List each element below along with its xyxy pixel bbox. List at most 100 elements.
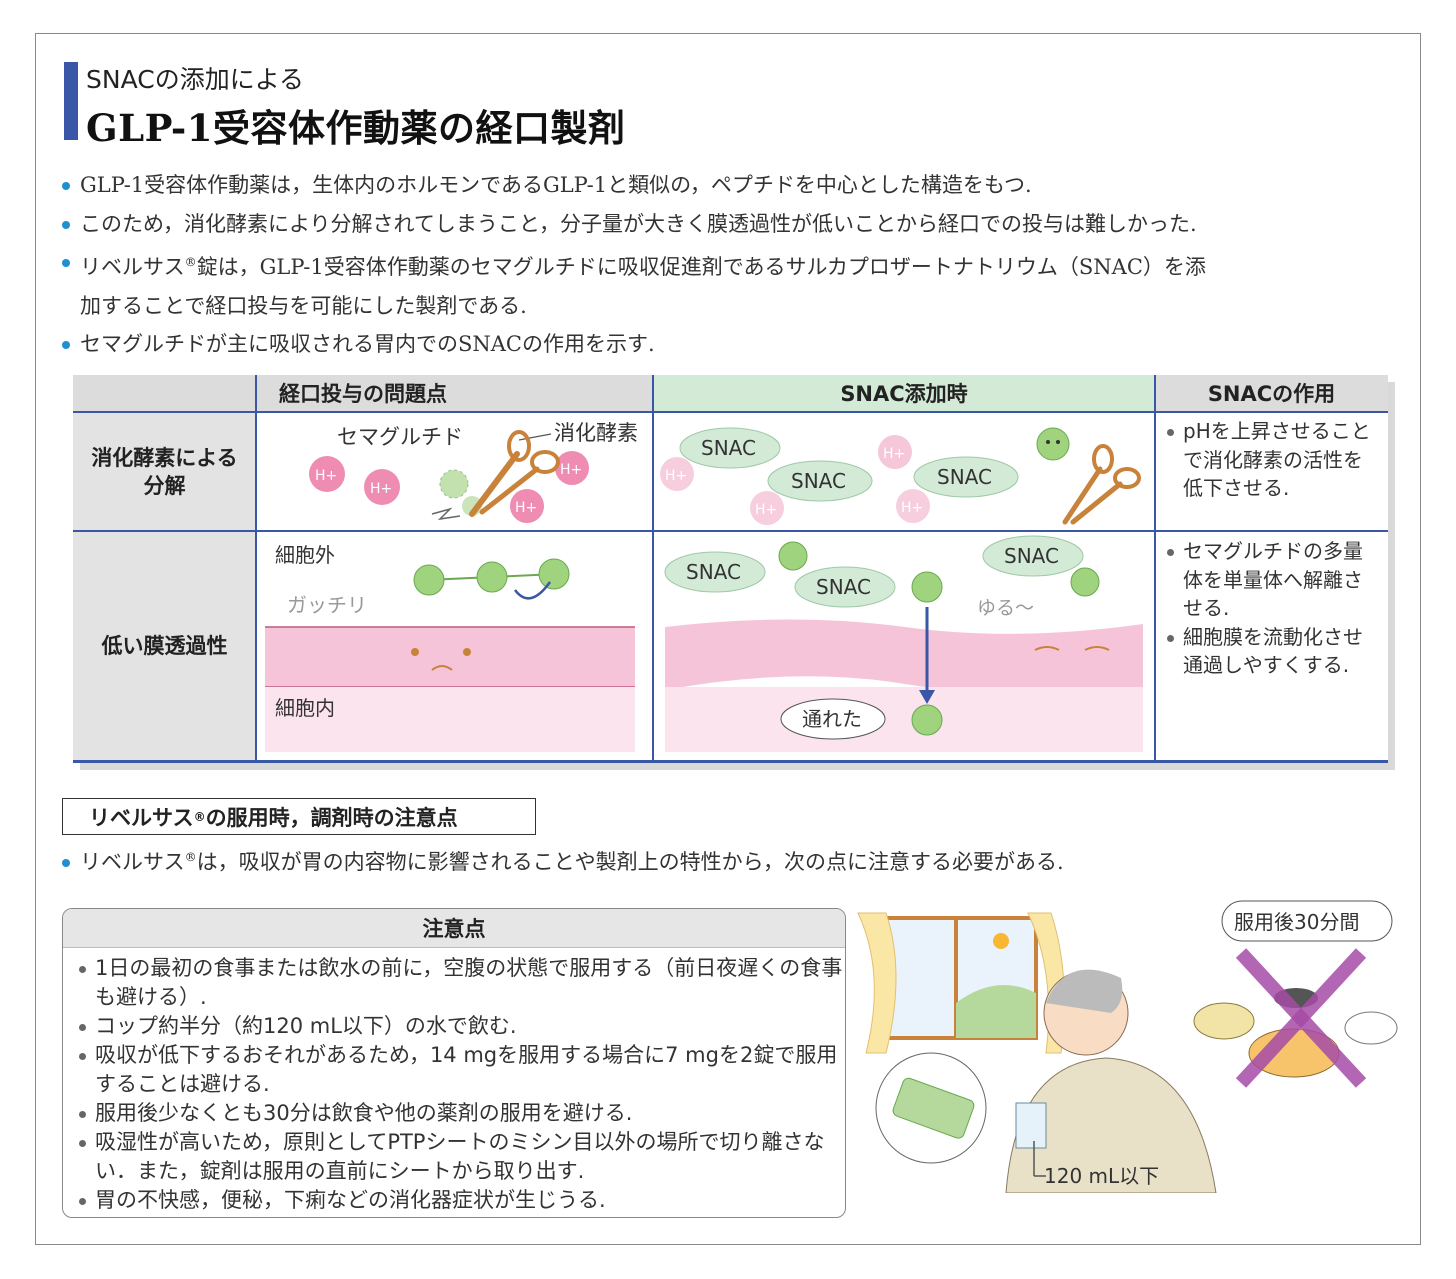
h-ion-icon: H+ xyxy=(364,469,400,505)
semaglutide-oligomer-icon xyxy=(413,558,570,596)
caution-item: 吸湿性が高いため，原則としてPTPシートのミシン目以外の場所で切り離さない．また… xyxy=(77,1128,845,1186)
passed-speech-bubble: 通れた xyxy=(780,698,886,740)
degradation-problem-illustration: セマグルチド 消化酵素 H+ H+ H+ H+ xyxy=(309,421,638,523)
h-ion-faded-icon: H+ xyxy=(878,435,912,469)
column-divider xyxy=(255,375,257,760)
scissors-idle-icon xyxy=(1062,444,1141,525)
page-frame xyxy=(35,33,1421,1245)
snac-molecule: SNAC xyxy=(767,460,873,502)
caution-item: 1日の最初の食事または飲水の前に，空腹の状態で服用する（前日夜遅くの食事も避ける… xyxy=(77,954,845,1012)
degradation-snac-illustration: SNAC SNAC SNAC H+ H+ H+ H+ xyxy=(660,427,1141,525)
enzyme-label: 消化酵素 xyxy=(554,421,638,445)
snac-molecule: SNAC xyxy=(982,535,1084,577)
svg-text:SNAC: SNAC xyxy=(701,436,756,460)
h-ion-icon: H+ xyxy=(510,489,544,523)
bullet-dot-icon xyxy=(1167,429,1174,436)
h-ion-faded-icon: H+ xyxy=(750,491,784,525)
bullet-dot-icon xyxy=(79,1140,86,1147)
svg-text:H+: H+ xyxy=(755,502,777,518)
extracellular-label: 細胞外 xyxy=(275,543,335,567)
svg-text:SNAC: SNAC xyxy=(816,575,871,599)
water-cup-icon xyxy=(1015,1102,1047,1149)
intro-bullet: GLP-1受容体作動薬は，生体内のホルモンであるGLP-1と類似の，ペプチドを中… xyxy=(62,166,1412,205)
caution-item: 胃の不快感，便秘，下痢などの消化器症状が生じうる. xyxy=(77,1186,845,1215)
header-problem: 経口投与の問題点 xyxy=(73,375,653,413)
bullet-dot-icon xyxy=(79,1111,86,1118)
header-snac-action: SNACの作用 xyxy=(1155,375,1388,413)
caution-list: 1日の最初の食事または飲水の前に，空腹の状態で服用する（前日夜遅くの食事も避ける… xyxy=(63,954,845,1215)
page-title: GLP-1受容体作動薬の経口製剤 xyxy=(86,106,626,150)
bullet-dot-icon xyxy=(1167,634,1174,642)
column-divider xyxy=(1154,375,1156,760)
intro-bullet-list: GLP-1受容体作動薬は，生体内のホルモンであるGLP-1と類似の，ペプチドを中… xyxy=(62,166,1412,364)
intracellular-label: 細胞内 xyxy=(275,696,335,720)
svg-text:H+: H+ xyxy=(883,446,905,462)
bullet-dot-icon xyxy=(62,259,70,267)
svg-text:服用後30分間: 服用後30分間 xyxy=(1234,910,1359,934)
svg-text:H+: H+ xyxy=(370,481,392,497)
svg-text:H+: H+ xyxy=(901,500,923,516)
section-intro-bullet: リベルサス®は，吸収が胃の内容物に影響されることや製剤上の特性から，次の点に注意… xyxy=(62,846,1064,876)
bullet-dot-icon xyxy=(62,341,70,349)
row-label-degradation: 消化酵素による分解 xyxy=(73,413,256,530)
bullet-dot-icon xyxy=(79,966,86,973)
svg-text:H+: H+ xyxy=(665,468,687,484)
angry-face-icon xyxy=(411,648,471,671)
bullet-dot-icon xyxy=(79,1053,86,1060)
bullet-dot-icon xyxy=(62,859,70,867)
svg-text:SNAC: SNAC xyxy=(937,465,992,489)
snac-mechanism-table: 経口投与の問題点 SNAC添加時 SNACの作用 消化酵素による分解 低い膜透過… xyxy=(73,375,1395,770)
ptp-sheet-icon xyxy=(875,1052,987,1164)
caution-item: コップ約半分（約120 mL以下）の水で飲む. xyxy=(77,1012,845,1041)
snac-molecule: SNAC xyxy=(913,456,1019,498)
intro-bullet: このため，消化酵素により分解されてしまうこと，分子量が大きく膜透過性が低いことか… xyxy=(62,205,1412,244)
h-ion-faded-icon: H+ xyxy=(896,489,930,523)
effect-list-row2: セマグルチドの多量体を単量体へ解離させる. 細胞膜を流動化させ通過しやすくする. xyxy=(1167,537,1377,680)
bullet-dot-icon xyxy=(62,182,70,190)
page-subtitle: SNACの添加による xyxy=(86,65,304,94)
row-divider xyxy=(73,530,1388,532)
h-ion-icon: H+ xyxy=(309,456,345,492)
scissors-icon xyxy=(469,430,560,517)
svg-text:SNAC: SNAC xyxy=(791,469,846,493)
svg-text:H+: H+ xyxy=(560,462,582,478)
intro-bullet: セマグルチドが主に吸収される胃内でのSNACの作用を示す. xyxy=(62,325,1412,364)
snac-molecule: SNAC xyxy=(664,551,766,593)
svg-text:通れた: 通れた xyxy=(802,707,862,731)
caution-item: 服用後少なくとも30分は飲食や他の薬剤の服用を避ける. xyxy=(77,1099,845,1128)
section-heading-box: リベルサス®の服用時，調剤時の注意点 xyxy=(62,798,536,835)
caution-item: 吸収が低下するおそれがあるため，14 mgを服用する場合に7 mgを2錠で服用す… xyxy=(77,1041,845,1099)
patient-figure xyxy=(1005,969,1217,1193)
svg-text:SNAC: SNAC xyxy=(1004,544,1059,568)
title-accent-bar xyxy=(64,62,78,140)
relaxed-face-icon xyxy=(1034,646,1110,651)
intro-bullet: リベルサス®錠は，GLP-1受容体作動薬のセマグルチドに吸収促進剤であるサルカプ… xyxy=(62,243,1412,325)
semaglutide-label: セマグルチド xyxy=(337,425,463,449)
loosen-sound-label: ゆる～ xyxy=(977,597,1034,619)
speech-bubble: 服用後30分間 xyxy=(1221,900,1393,942)
bullet-dot-icon xyxy=(1167,549,1174,556)
water-volume-label: 120 mL以下 xyxy=(1044,1164,1159,1188)
bullet-dot-icon xyxy=(62,220,70,229)
semaglutide-happy-icon xyxy=(1036,427,1070,461)
fluidized-membrane xyxy=(665,619,1143,694)
column-divider xyxy=(652,375,654,760)
prohibited-cross-icon xyxy=(1235,948,1367,1088)
svg-text:SNAC: SNAC xyxy=(686,560,741,584)
svg-text:H+: H+ xyxy=(515,500,537,516)
snac-molecule: SNAC xyxy=(794,566,896,608)
svg-text:H+: H+ xyxy=(315,468,337,484)
sound-effect-label: ガッチリ xyxy=(287,593,367,617)
cell-membrane xyxy=(265,627,635,687)
effect-list-row1: pHを上昇させることで消化酵素の活性を低下させる. xyxy=(1167,417,1377,503)
absorbed-semaglutide-icon xyxy=(911,704,943,736)
h-ion-icon: H+ xyxy=(555,451,589,485)
caution-heading: 注意点 xyxy=(63,909,845,948)
row-label-permeability: 低い膜透過性 xyxy=(73,531,256,760)
table-body: 経口投与の問題点 SNAC添加時 SNACの作用 消化酵素による分解 低い膜透過… xyxy=(73,375,1388,763)
patient-illustration: 服用後30分間 120 mL以下 xyxy=(857,900,1398,1193)
semaglutide-monomer-icon xyxy=(778,541,1100,603)
snac-molecule: SNAC xyxy=(679,427,781,469)
bullet-dot-icon xyxy=(79,1024,86,1031)
bullet-dot-icon xyxy=(79,1198,86,1205)
